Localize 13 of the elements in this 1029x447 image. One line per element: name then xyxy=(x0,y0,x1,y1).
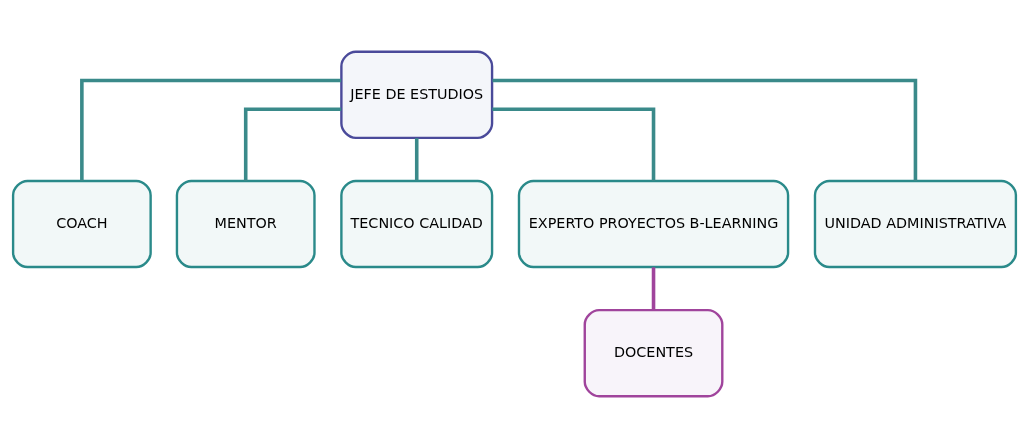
node-box: JEFE DE ESTUDIOS xyxy=(340,50,494,139)
connector xyxy=(414,137,419,181)
connector xyxy=(492,78,918,181)
connector xyxy=(651,266,656,310)
connector xyxy=(243,106,342,181)
node-box: TECNICO CALIDAD xyxy=(340,179,494,268)
node-box: MENTOR xyxy=(175,179,316,268)
node-box: DOCENTES xyxy=(583,308,724,397)
node-box: EXPERTO PROYECTOS B-LEARNING xyxy=(517,179,790,268)
connector xyxy=(80,78,342,181)
connector xyxy=(492,106,656,181)
node-box: COACH xyxy=(11,179,152,268)
node-box: UNIDAD ADMINISTRATIVA xyxy=(813,179,1018,268)
